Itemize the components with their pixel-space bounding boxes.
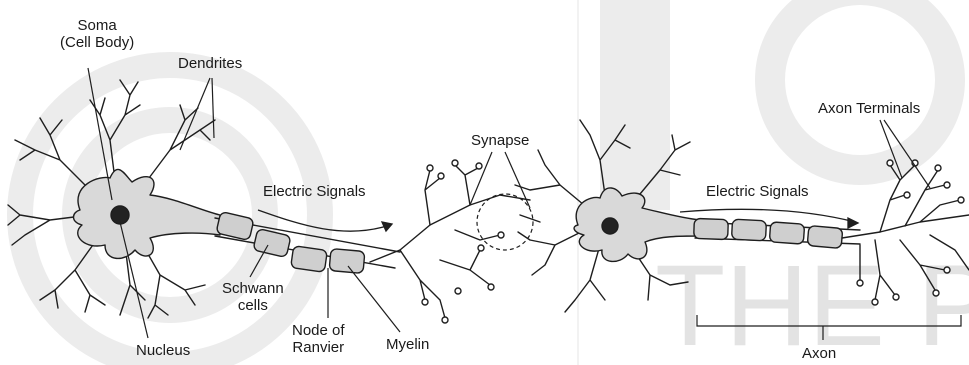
label-synapse: Synapse bbox=[471, 132, 529, 149]
label-schwann-cells: Schwann cells bbox=[222, 280, 284, 314]
nucleus-left bbox=[111, 206, 129, 224]
label-node-of-ranvier: Node of Ranvier bbox=[292, 322, 345, 356]
label-nucleus: Nucleus bbox=[136, 342, 190, 359]
label-soma: Soma (Cell Body) bbox=[60, 17, 134, 51]
soma-left bbox=[74, 169, 221, 258]
label-electric-signals-right: Electric Signals bbox=[706, 183, 809, 200]
terminal-buttons-left bbox=[422, 160, 504, 323]
signal-arrows bbox=[258, 209, 858, 231]
label-dendrites: Dendrites bbox=[178, 55, 242, 72]
axon-terminals-left bbox=[370, 165, 530, 318]
label-axon-terminals: Axon Terminals bbox=[818, 100, 920, 117]
signal-arrowhead-left bbox=[382, 222, 392, 231]
synapse-region bbox=[477, 194, 533, 250]
label-electric-signals-left: Electric Signals bbox=[263, 183, 366, 200]
label-axon: Axon bbox=[802, 345, 836, 362]
signal-arrowhead-right bbox=[848, 218, 858, 228]
label-myelin: Myelin bbox=[386, 336, 429, 353]
nucleus-right bbox=[602, 218, 618, 234]
